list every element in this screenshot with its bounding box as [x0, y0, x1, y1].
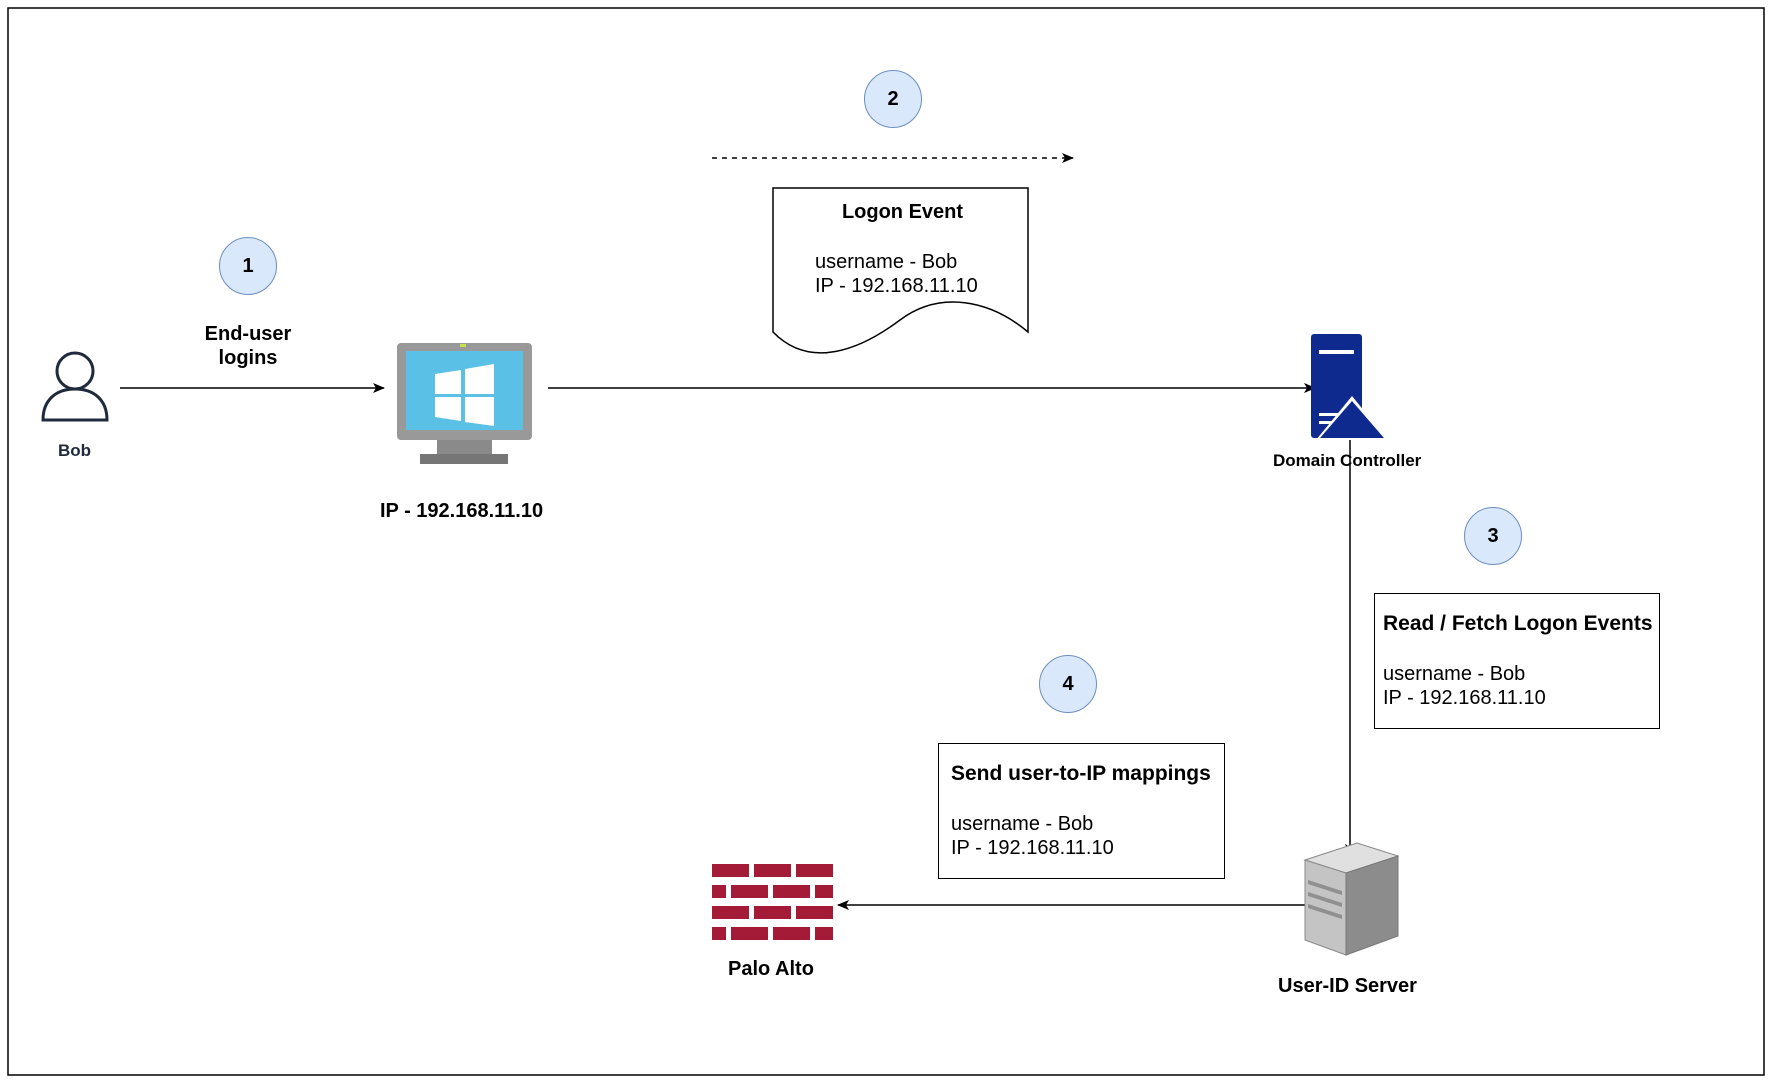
userid-server-label: User-ID Server [1278, 975, 1417, 997]
step-4-label: 4 [1062, 672, 1074, 695]
logon-event-title: Logon Event [841, 201, 964, 223]
firewall-label: Palo Alto [728, 958, 814, 980]
server-tower-icon [1303, 842, 1400, 956]
user-label: Bob [58, 441, 92, 460]
step-1-marker: 1 [219, 237, 277, 295]
step-2-label: 2 [887, 87, 899, 110]
login-edge-label: End-user logins [178, 322, 318, 370]
domain-controller-label: Domain Controller [1273, 451, 1422, 470]
read-fetch-note: Read / Fetch Logon Events username - Bob… [1374, 593, 1660, 729]
domain-controller-icon [1311, 334, 1388, 440]
step-1-label: 1 [242, 254, 254, 277]
step-4-marker: 4 [1039, 655, 1097, 713]
logon-event-document-shape [772, 187, 1029, 354]
logon-event-username: username - Bob [815, 251, 958, 273]
windows-monitor-icon [397, 343, 532, 464]
step-3-marker: 3 [1464, 507, 1522, 565]
step-3-label: 3 [1487, 524, 1499, 547]
login-edge-label-line1: End-user [204, 323, 292, 345]
login-edge-label-line2: logins [218, 347, 278, 369]
read-fetch-title: Read / Fetch Logon Events [1383, 612, 1653, 635]
workstation-label: IP - 192.168.11.10 [380, 500, 544, 522]
logon-event-note: Logon Event username - Bob IP - 192.168.… [773, 201, 1028, 298]
send-mappings-username: username - Bob [951, 813, 1094, 835]
diagram-frame [7, 7, 1765, 1076]
read-fetch-ip: IP - 192.168.11.10 [1383, 687, 1546, 709]
send-mappings-ip: IP - 192.168.11.10 [951, 837, 1114, 859]
send-mappings-title: Send user-to-IP mappings [951, 762, 1211, 785]
firewall-brick-icon [712, 864, 833, 940]
user-icon [41, 351, 109, 422]
send-mappings-note: Send user-to-IP mappings username - Bob … [938, 743, 1225, 879]
read-fetch-username: username - Bob [1383, 663, 1526, 685]
logon-event-ip: IP - 192.168.11.10 [815, 275, 978, 297]
step-2-marker: 2 [864, 70, 922, 128]
